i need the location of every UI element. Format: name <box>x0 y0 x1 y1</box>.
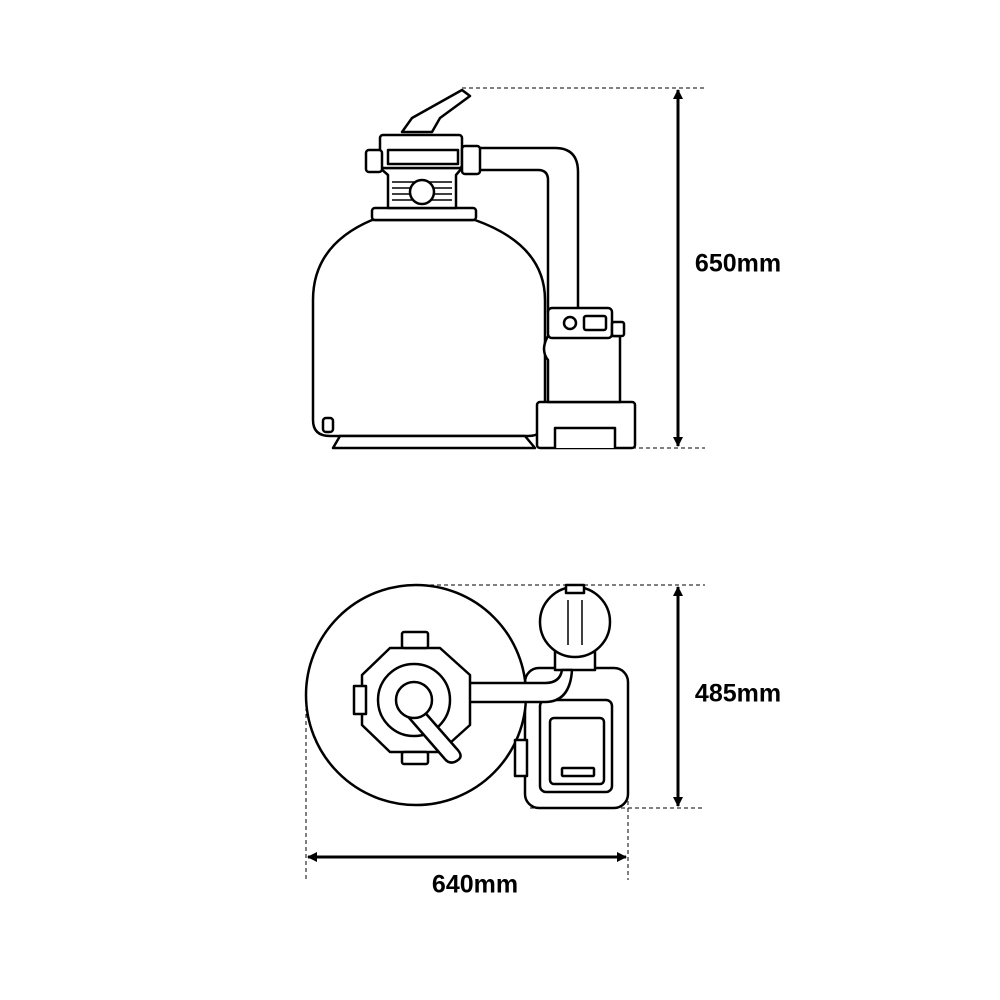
pump-body <box>542 334 622 404</box>
valve-handle <box>400 88 472 134</box>
height-dimension <box>462 87 705 449</box>
valve-port-left-top <box>352 684 368 716</box>
tank-base <box>331 434 537 450</box>
valve-center <box>394 680 434 720</box>
depth-dimension <box>430 584 705 809</box>
side-view <box>311 88 637 450</box>
pump-lid-tab <box>564 583 586 595</box>
pump-strainer-top <box>538 585 612 659</box>
valve-port-right <box>460 144 482 176</box>
valve-cap <box>386 148 460 166</box>
filter-tank <box>311 218 547 438</box>
pump-knob <box>562 315 578 331</box>
pressure-gauge <box>408 178 436 206</box>
drain-plug <box>321 416 335 434</box>
valve-port-left <box>364 148 384 174</box>
pump-display <box>560 766 596 778</box>
height-label: 650mm <box>694 249 782 278</box>
valve-collar <box>370 206 478 222</box>
depth-label: 485mm <box>694 679 782 708</box>
tank-bracket <box>513 738 529 778</box>
width-label: 640mm <box>431 870 519 899</box>
connecting-pipe-top <box>453 668 574 704</box>
pump-side-port <box>610 320 626 338</box>
pump-switch <box>582 314 608 332</box>
top-view <box>304 583 630 810</box>
valve-port-bottom <box>400 750 430 766</box>
valve-port-top <box>400 630 430 650</box>
pump-stand-opening <box>553 426 617 448</box>
width-dimension <box>305 700 629 880</box>
